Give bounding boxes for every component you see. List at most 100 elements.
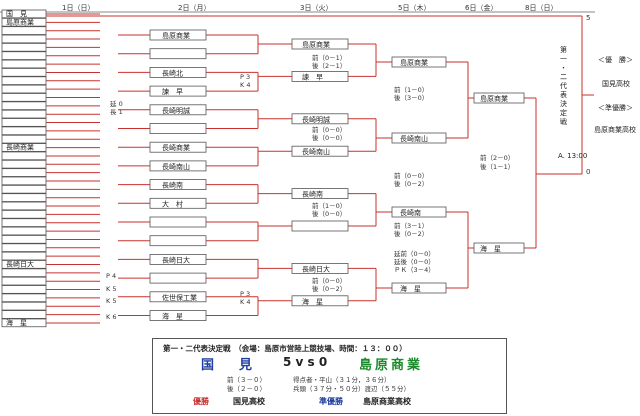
extra-time-label: 長 1: [110, 108, 123, 116]
r1-team-box: [1, 276, 47, 286]
r1-team-box: [1, 109, 47, 119]
r3-team-box: [291, 38, 349, 50]
r1-team-box: [1, 17, 47, 27]
final-scorers-2: 兵頭（３７分・５０分）渡辺（５５分）: [293, 385, 410, 393]
r2-team-box: [149, 141, 207, 153]
final-team-2: 島原商業: [359, 358, 424, 373]
final-title-char: 一: [560, 55, 567, 63]
sf-team-box: [473, 92, 525, 104]
r1-team-box: [1, 9, 47, 19]
r2-team-box: [149, 160, 207, 172]
r3-team-box: [291, 188, 349, 200]
final-scorers-1: 得点者・平山（３１分，３６分）: [293, 376, 391, 384]
r2-team-name: 海 星: [162, 312, 183, 321]
qf-team-box: [391, 206, 447, 218]
r1-team-box: [1, 260, 47, 269]
final-second-half: 後（２－０）: [227, 385, 266, 393]
round-headers: 1日（日） 2日（月） 3日（火） 5日（木） 6日（金） 8日（日）: [62, 3, 557, 12]
qf-half-score: 後（0－2）: [394, 179, 428, 188]
qf-half-score: 延後（0－0）: [394, 257, 435, 266]
sf-team-box: [473, 242, 525, 254]
final-title-char: 定: [560, 108, 567, 117]
final-title-char: 戦: [560, 117, 567, 126]
r1-team-box: [1, 101, 47, 111]
r3-half-score: 後（0－0）: [312, 133, 346, 142]
qf-team-name: 長崎南山: [400, 134, 428, 143]
r2-team-box: [149, 67, 207, 78]
r1-team-box: [1, 201, 47, 211]
r1-team-box: [1, 168, 47, 177]
r2-team-name: 大 村: [162, 199, 183, 208]
r1-team-box: [1, 184, 47, 194]
qf-half-score: 後（0－2）: [394, 229, 428, 238]
r1-team-box: [1, 93, 47, 102]
qf-team-name: 島原商業: [400, 58, 428, 67]
r3-team-box: [291, 262, 349, 274]
r2-team-name: 諫 早: [162, 87, 183, 96]
r3-half-score: 前（0－0）: [312, 125, 346, 134]
r2-team-box: [149, 235, 207, 247]
final-time: A. 13:00: [558, 152, 587, 160]
r1-team-box: [1, 301, 47, 311]
r2-team-name: 長崎南: [162, 181, 183, 190]
r2-team-box: [149, 179, 207, 191]
r3-team-name: 長崎南山: [302, 147, 330, 156]
r2-team-name: 長崎北: [162, 68, 183, 77]
qf-half-score: 前（3－1）: [394, 221, 428, 230]
winner-team: 国見高校: [602, 79, 630, 88]
r1-team-box: [1, 84, 47, 94]
r3-team-box: [291, 220, 349, 232]
champion-panel: 5 0 A. 13:00 ＜優 勝＞ 国見高校 ＜準優勝＞ 島原商業高校: [558, 14, 636, 176]
final-score: 5 v s 0: [283, 355, 328, 369]
qf-half-score: 延前（0－0）: [394, 249, 435, 258]
r1-team-box: [1, 151, 47, 161]
final-vertical-title: 第一・二代表決定戦: [560, 45, 567, 126]
qf-team-box: [391, 56, 447, 68]
final-title-char: 第: [560, 45, 567, 54]
r1-team-box: [1, 159, 47, 169]
pk-label: K 4: [240, 298, 250, 306]
r2-team-box: [149, 310, 207, 321]
r3-half-score: 前（0－0）: [312, 276, 346, 285]
qf-team-name: 長崎南: [400, 208, 421, 217]
r1-team-box: [1, 68, 47, 77]
r1-team-box: [1, 143, 47, 152]
r1-team-box: [1, 209, 47, 219]
runnerup-label: ＜準優勝＞: [598, 103, 633, 112]
r1-team-box: [1, 43, 47, 52]
header-day-5: 5日（木）: [398, 3, 430, 12]
pk-label: K 5: [106, 297, 116, 305]
r1-team-box: [1, 176, 47, 186]
pk-label: K 4: [240, 81, 250, 89]
r3-team-box: [291, 145, 349, 157]
r2-team-box: [149, 104, 207, 116]
r3-half-score: 後（2－1）: [312, 61, 346, 70]
sf-team-name: 島原商業: [480, 94, 508, 103]
sf-team-name: 海 星: [480, 244, 501, 253]
qf-team-box: [391, 282, 447, 294]
r3-team-name: 長崎明誠: [302, 115, 330, 124]
header-day-8: 8日（日）: [525, 4, 557, 12]
final-title: 第一・二代表決定戦 （会場：島原市営陸上競技場、時間：１３：００）: [163, 344, 407, 353]
r2-team-box: [149, 216, 207, 228]
r3-team-box: [291, 295, 349, 307]
final-first-half: 前（３－０）: [227, 376, 266, 384]
final-title-char: 二: [560, 73, 567, 81]
r1-team-box: [1, 134, 47, 144]
r1-team-box: [1, 226, 47, 236]
r1-team-box: [1, 51, 47, 60]
r1-team-box: [1, 318, 47, 328]
r2-team-name: 佐世保工業: [162, 293, 197, 302]
sf-half-score: 後（1－1）: [480, 162, 514, 171]
final-score-top: 5: [586, 14, 590, 22]
r1-team-box: [1, 285, 47, 294]
r2-team-name: 長崎明誠: [162, 106, 190, 115]
r2-team-box: [149, 85, 207, 97]
pk-label: P 4: [106, 272, 116, 280]
r1-team-box: [1, 118, 47, 127]
final-title-char: ・: [560, 64, 567, 72]
r2-team-name: 島原商業: [162, 31, 190, 40]
r3-half-score: 後（0－0）: [312, 209, 346, 218]
r3-half-score: 前（0－1）: [312, 53, 346, 62]
